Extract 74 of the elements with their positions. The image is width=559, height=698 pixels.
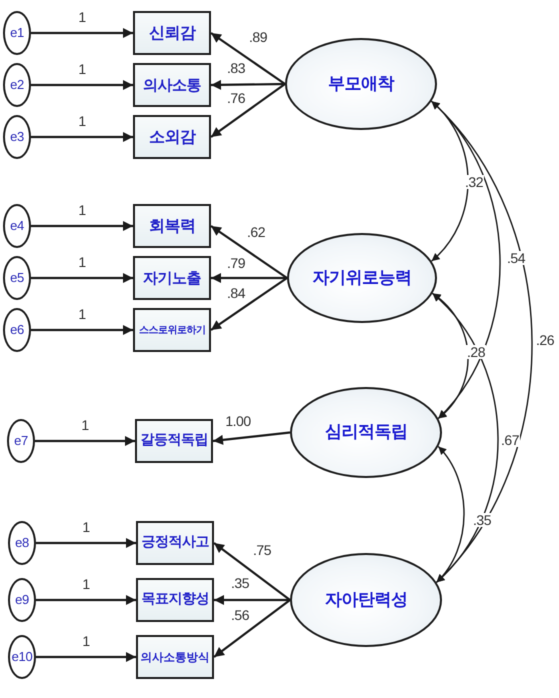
latent-variable-ellipse: 심리적독립	[290, 387, 442, 478]
error-term-circle: e8	[8, 521, 36, 565]
latent-variable-ellipse: 자아탄력성	[290, 553, 442, 647]
edge-label: 1	[77, 62, 87, 76]
edge-label: 1	[77, 114, 87, 128]
observed-variable-box: 회복력	[133, 204, 211, 248]
arrow	[31, 325, 133, 335]
error-term-circle: e5	[3, 256, 31, 300]
latent-variable-ellipse: 부모애착	[285, 38, 437, 130]
observed-variable-box: 자기노출	[133, 256, 211, 300]
edge-label: 1	[77, 203, 87, 217]
edge-label: 1.00	[224, 414, 252, 428]
arrow	[210, 32, 286, 85]
error-term-circle: e3	[3, 115, 31, 159]
arrow	[31, 80, 133, 90]
arrow	[31, 28, 133, 38]
edge-label: .84	[226, 286, 246, 300]
arrow	[214, 595, 290, 605]
edge-label: .32	[464, 175, 484, 189]
error-term-circle: e6	[3, 308, 31, 352]
edge-label: .76	[226, 91, 246, 105]
arrow	[36, 595, 136, 605]
edge-label: .83	[226, 61, 246, 75]
observed-variable-box: 긍정적사고	[136, 521, 214, 565]
edge-label: 1	[77, 10, 87, 24]
edge-label: 1	[81, 577, 91, 591]
arrow	[212, 431, 290, 445]
arrow	[211, 273, 287, 283]
observed-variable-box: 목표지향성	[136, 578, 214, 622]
latent-variable-ellipse: 자기위로능력	[287, 233, 437, 323]
edge-label: 1	[77, 307, 87, 321]
double-headed-arrow	[436, 446, 465, 583]
arrow	[210, 225, 288, 279]
arrow	[213, 599, 291, 658]
edge-label: .56	[230, 608, 250, 622]
edge-label: .26	[535, 333, 555, 347]
observed-variable-box: 의사소통방식	[136, 635, 214, 679]
arrow	[31, 273, 133, 283]
arrow	[36, 538, 136, 548]
arrow	[36, 652, 136, 662]
observed-variable-box: 신뢰감	[133, 11, 211, 55]
edge-label: 1	[77, 255, 87, 269]
edge-label: .54	[506, 251, 526, 265]
error-term-circle: e4	[3, 204, 31, 248]
error-term-circle: e7	[7, 419, 35, 463]
double-headed-arrow	[432, 292, 469, 419]
error-term-circle: e10	[8, 635, 36, 679]
arrow	[31, 132, 133, 142]
observed-variable-box: 의사소통	[133, 63, 211, 107]
edge-label: .35	[230, 576, 250, 590]
observed-variable-box: 스스로위로하기	[133, 308, 211, 352]
arrow	[31, 221, 133, 231]
edge-label: .28	[466, 345, 486, 359]
error-term-circle: e1	[3, 11, 31, 55]
edge-label: 1	[81, 634, 91, 648]
edge-label: .79	[226, 256, 246, 270]
double-headed-arrow	[432, 292, 499, 583]
edge-label: .62	[246, 225, 266, 239]
edge-label: .67	[500, 433, 520, 447]
arrow	[210, 83, 286, 138]
edge-label: .89	[248, 30, 268, 44]
arrow	[210, 277, 288, 331]
observed-variable-box: 소외감	[133, 115, 211, 159]
edge-label: 1	[81, 520, 91, 534]
error-term-circle: e9	[8, 578, 36, 622]
error-term-circle: e2	[3, 63, 31, 107]
observed-variable-box: 갈등적독립	[135, 419, 213, 463]
arrow	[210, 80, 286, 90]
arrow	[213, 542, 291, 601]
double-headed-arrow	[430, 100, 469, 262]
edge-label: 1	[80, 418, 90, 432]
arrow	[35, 436, 135, 446]
edge-label: .75	[252, 543, 272, 557]
edge-label: .35	[472, 513, 492, 527]
